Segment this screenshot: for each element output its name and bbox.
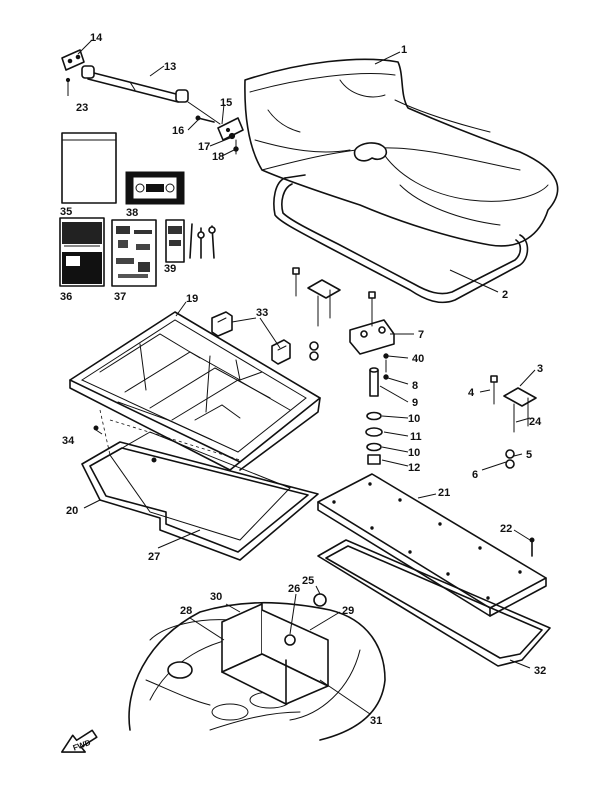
video-tape-item [125,171,185,205]
callout-34: 34 [62,435,75,447]
callout-17: 17 [198,141,210,153]
callout-18: 18 [212,151,224,163]
storage-box-28 [221,603,329,705]
callout-1: 1 [401,44,407,56]
hinge-bracket [187,101,244,155]
callout-8: 8 [412,380,418,392]
callout-30: 30 [210,591,222,603]
callout-33: 33 [256,307,268,319]
callout-19: 19 [186,293,198,305]
callout-25: 25 [302,575,314,587]
callout-9: 9 [412,397,418,409]
callout-32: 32 [534,665,546,677]
callout-21: 21 [438,487,450,499]
screw-34 [93,425,157,463]
callout-labels: 1 2 3 4 5 6 7 8 9 10 11 10 12 13 14 15 1… [60,32,546,727]
callout-4: 4 [468,387,475,399]
callout-31: 31 [370,715,382,727]
hatch-cover-rivets [332,482,522,600]
booklet-item-36 [59,217,105,287]
callout-11: 11 [410,431,422,443]
hull-section [128,601,386,741]
callout-13: 13 [164,61,176,73]
callout-24: 24 [529,416,542,428]
storage-tray-19 [69,311,321,471]
callout-10-lower: 10 [408,447,420,459]
callout-12: 12 [408,462,420,474]
seat-part [244,58,559,247]
callout-10-upper: 10 [408,413,420,425]
callout-35: 35 [60,206,72,218]
callout-39: 39 [164,263,176,275]
fwd-arrow-icon: FWD [60,729,98,753]
callout-22: 22 [500,523,512,535]
callout-23: 23 [76,102,88,114]
tray-gasket-20 [81,441,319,561]
tool-kit-item [165,219,216,263]
callout-15: 15 [220,97,232,109]
rear-hinge-assembly [490,375,537,469]
screw-22 [529,537,535,557]
callout-6: 6 [472,469,478,481]
leaflet-item-37 [111,219,157,287]
callout-37: 37 [114,291,126,303]
callout-40: 40 [412,353,424,365]
callout-26: 26 [288,583,300,595]
callout-5: 5 [526,449,532,461]
callout-2: 2 [502,289,508,301]
owners-manual-item [61,132,117,204]
callout-36: 36 [60,291,72,303]
tray-mat-27 [99,409,291,541]
callout-29: 29 [342,605,354,617]
callout-16: 16 [172,125,184,137]
seat-latch-assembly [292,267,395,465]
hatch-cover-21 [317,473,547,617]
callout-7: 7 [418,329,424,341]
callout-28: 28 [180,605,192,617]
callout-27: 27 [148,551,160,563]
box-fitting-26 [284,634,296,646]
tray-brackets-33 [211,311,291,365]
seat-cushion-frame [273,174,529,304]
callout-38: 38 [126,207,138,219]
hatch-gasket-32 [317,539,551,667]
leader-lines [67,39,536,715]
gas-damper [61,49,189,103]
box-cap-25 [313,593,327,607]
callout-14: 14 [90,32,103,44]
callout-20: 20 [66,505,78,517]
callout-3: 3 [537,363,543,375]
